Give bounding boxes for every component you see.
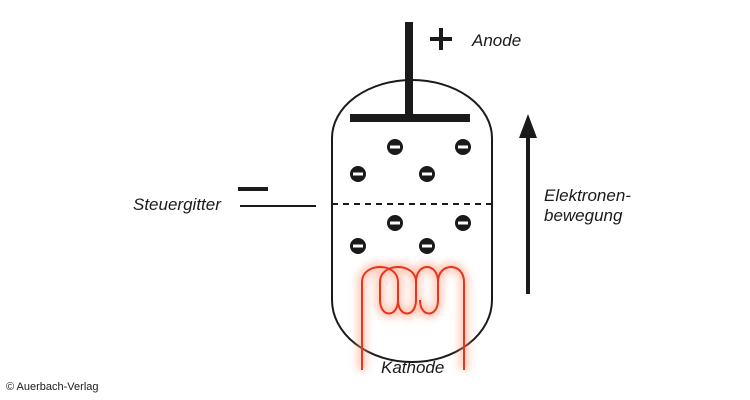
minus-sign-icon — [238, 187, 268, 191]
electron-icon — [387, 139, 403, 155]
electron-icon — [350, 238, 366, 254]
anode-lead — [405, 22, 413, 118]
electron-flow-label-line2: bewegung — [544, 206, 623, 225]
anode-plate — [350, 114, 470, 122]
electron-icon — [387, 215, 403, 231]
electron-icon — [419, 166, 435, 182]
grid-label: Steuergitter — [133, 195, 222, 214]
anode-label: Anode — [471, 31, 521, 50]
electron-icon — [419, 238, 435, 254]
cathode-label: Kathode — [381, 358, 444, 377]
copyright-notice: © Auerbach-Verlag — [6, 381, 99, 393]
electron-icon — [350, 166, 366, 182]
plus-sign-icon — [430, 28, 452, 50]
electron-icon — [455, 139, 471, 155]
electron-flow-arrow-icon — [519, 114, 537, 294]
electron-flow-label-line1: Elektronen- — [544, 186, 631, 205]
electron-icon — [455, 215, 471, 231]
cathode-filament — [357, 262, 469, 370]
